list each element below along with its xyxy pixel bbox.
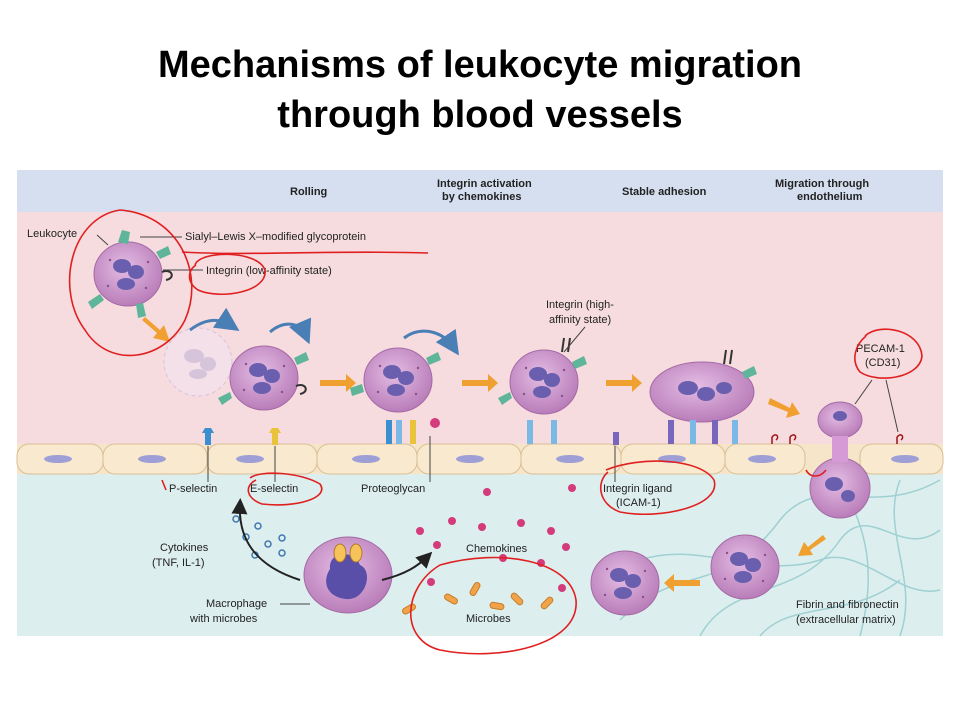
- label-e-selectin: E-selectin: [250, 483, 298, 495]
- stage-stable-adhesion: Stable adhesion: [622, 186, 707, 198]
- vessel-lumen: [17, 212, 943, 444]
- process-arrows: [142, 317, 826, 592]
- label-integrin-high-2: affinity state): [549, 314, 611, 326]
- label-with-microbes: with microbes: [189, 613, 258, 625]
- label-cytokines: Cytokines: [160, 542, 209, 554]
- label-icam-1: (ICAM-1): [616, 497, 661, 509]
- rolling-cell-faded: [163, 327, 233, 397]
- label-integrin-ligand: Integrin ligand: [603, 483, 672, 495]
- rolling-cell: [218, 345, 309, 411]
- leader-lines: [96, 234, 899, 605]
- label-leukocyte: Leukocyte: [27, 228, 77, 240]
- stable-adhesion-cell: [649, 349, 757, 423]
- pecam-markers: [771, 434, 904, 444]
- stage-integrin-activation-2: by chemokines: [442, 191, 521, 203]
- label-proteoglycan: Proteoglycan: [361, 483, 425, 495]
- cytokine-arrow: [231, 498, 301, 581]
- page-title: Mechanisms of leukocyte migration throug…: [0, 40, 960, 140]
- label-macrophage: Macrophage: [206, 598, 267, 610]
- title-line-2: through blood vessels: [277, 94, 683, 136]
- stage-rolling: Rolling: [290, 186, 327, 198]
- migrated-cell-2: [590, 550, 660, 616]
- macrophage: [303, 536, 393, 614]
- stage-migration: Migration through: [775, 178, 869, 190]
- header-band: [17, 170, 943, 212]
- migrated-cell-1: [710, 534, 780, 600]
- label-integrin-low: Integrin (low-affinity state): [206, 265, 332, 277]
- stage-integrin-activation: Integrin activation: [437, 178, 532, 190]
- label-fibrin: Fibrin and fibronectin: [796, 599, 899, 611]
- leukocyte-cell: [88, 230, 173, 318]
- rolling-arrow-1: [189, 307, 240, 332]
- stage-migration-2: endothelium: [797, 191, 863, 203]
- chemokine-arrow: [381, 551, 433, 581]
- label-cd31: (CD31): [865, 357, 900, 369]
- label-sialyl-lewis: Sialyl–Lewis X–modified glycoprotein: [185, 231, 366, 243]
- chemokine-dots: [416, 418, 576, 592]
- label-integrin-high-1: Integrin (high-: [546, 299, 614, 311]
- transmigrating-cell: [809, 401, 871, 519]
- endothelial-receptors: [202, 420, 738, 445]
- tissue-region: [17, 474, 943, 636]
- label-microbes: Microbes: [466, 613, 511, 625]
- red-annotations: [68, 209, 923, 655]
- label-pecam-1: PECAM-1: [856, 343, 905, 355]
- microbe-shapes: [402, 582, 554, 615]
- title-line-1: Mechanisms of leukocyte migration: [157, 44, 803, 86]
- rolling-arrow-3: [403, 328, 459, 356]
- endothelium: [16, 443, 944, 475]
- rolling-arrow-2: [269, 317, 312, 345]
- label-chemokines: Chemokines: [466, 543, 528, 555]
- label-extracellular-matrix: (extracellular matrix): [796, 614, 896, 626]
- label-tnf-il1: (TNF, IL-1): [152, 557, 205, 569]
- label-p-selectin: P-selectin: [169, 483, 217, 495]
- adhering-cell: [498, 337, 587, 415]
